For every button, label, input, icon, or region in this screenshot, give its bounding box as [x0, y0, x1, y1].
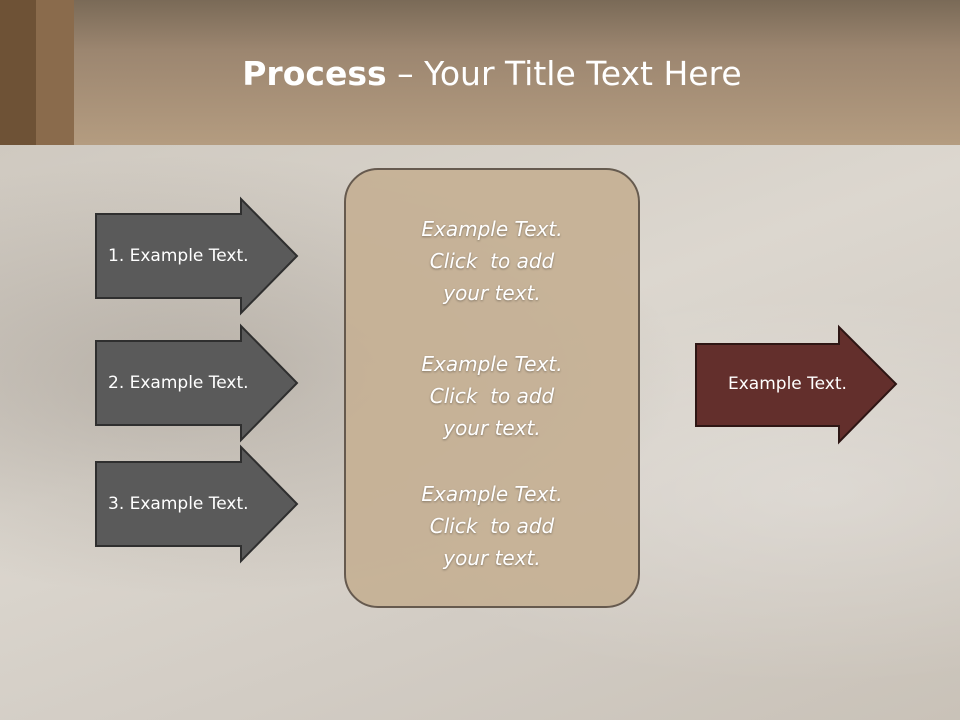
step-arrow-3[interactable]: 3. Example Text. [95, 444, 300, 564]
step-arrow-2[interactable]: 2. Example Text. [95, 323, 300, 443]
step-arrow-1-shape [95, 196, 299, 316]
title-band: Process – Your Title Text Here [0, 0, 960, 145]
step-arrow-1[interactable]: 1. Example Text. [95, 196, 300, 316]
center-text-line: Example Text. [421, 482, 563, 506]
center-text-line: Click to add [429, 514, 555, 538]
step-label-3: 3. Example Text. [108, 494, 249, 514]
header-accent-stripe [0, 0, 36, 145]
center-text-line: your text. [443, 281, 541, 305]
result-arrow-shape [695, 324, 898, 445]
title-rest-part: – Your Title Text Here [386, 54, 742, 93]
step-label-1: 1. Example Text. [108, 246, 249, 266]
center-text-line: Click to add [429, 249, 555, 273]
center-text-line: Example Text. [421, 352, 563, 376]
center-text-block-1[interactable]: Example Text. Click to add your text. [344, 213, 640, 309]
center-text-block-2[interactable]: Example Text. Click to add your text. [344, 348, 640, 444]
center-text-line: Example Text. [421, 217, 563, 241]
title-bold-part: Process [242, 54, 387, 93]
slide-title[interactable]: Process – Your Title Text Here [0, 50, 960, 98]
result-label: Example Text. [728, 374, 847, 394]
step-label-2: 2. Example Text. [108, 373, 249, 393]
step-arrow-2-shape [95, 323, 299, 443]
header-accent-stripe-light [36, 0, 74, 145]
center-text-line: your text. [443, 416, 541, 440]
center-process-box[interactable] [344, 168, 640, 608]
center-text-block-3[interactable]: Example Text. Click to add your text. [344, 478, 640, 574]
center-text-line: Click to add [429, 384, 555, 408]
center-text-line: your text. [443, 546, 541, 570]
result-arrow[interactable]: Example Text. [695, 324, 900, 445]
step-arrow-3-shape [95, 444, 299, 564]
